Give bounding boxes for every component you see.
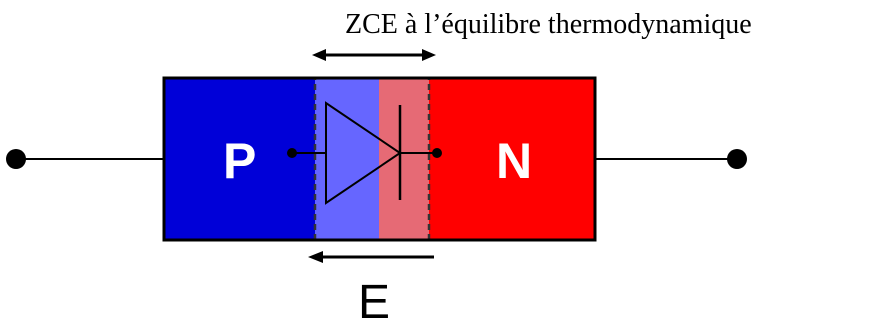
zce-caption: ZCE à l’équilibre thermodynamique (345, 9, 752, 40)
right-terminal (727, 149, 747, 169)
p-region-label: P (223, 133, 256, 189)
n-region (429, 78, 595, 240)
zce-n-side (379, 78, 429, 240)
field-label: E (358, 276, 390, 324)
left-terminal (6, 149, 26, 169)
p-region (164, 78, 315, 240)
n-region-label: N (496, 133, 532, 189)
zce-p-side (315, 78, 379, 240)
junction-outline (162, 76, 597, 242)
diode-icon (287, 101, 442, 205)
field-arrow (308, 251, 434, 263)
zce-width-arrow (312, 49, 436, 61)
